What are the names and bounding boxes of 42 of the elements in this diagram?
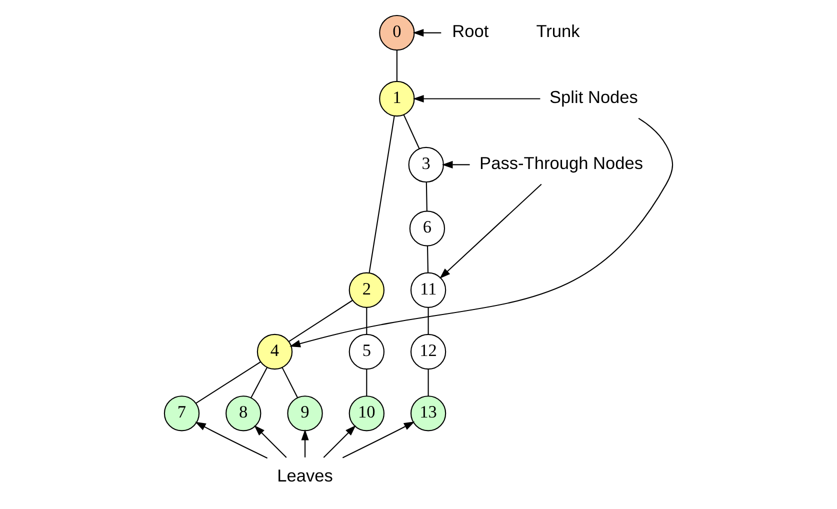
arrow [412, 94, 540, 102]
node-circle: 7 [164, 395, 200, 431]
arrow [290, 117, 673, 347]
node-circle: 1 [379, 80, 415, 116]
connector [368, 115, 395, 273]
connector [288, 300, 353, 342]
arrow [440, 183, 542, 278]
node-circle: 0 [379, 14, 415, 50]
label: Trunk [536, 20, 580, 40]
arrow [442, 160, 470, 168]
node-circle: 4 [256, 333, 293, 370]
node-circle: 10 [348, 395, 384, 431]
connector [366, 306, 368, 334]
arrow [342, 421, 415, 458]
arrow [412, 28, 442, 36]
connector [282, 366, 298, 398]
arrow [323, 424, 356, 458]
arrow [195, 421, 268, 458]
connector [428, 368, 429, 396]
connector [250, 366, 268, 398]
node-text: Split Nodes [550, 86, 638, 106]
node-circle: 12 [410, 333, 446, 370]
arrow [254, 424, 287, 458]
connector [366, 368, 368, 396]
node-text: Root [452, 20, 489, 40]
node-text: Pass-Through Nodes [480, 152, 644, 172]
connector [196, 360, 261, 404]
node-circle: 3 [408, 146, 444, 182]
connector [426, 182, 428, 210]
connector [428, 306, 429, 334]
node-circle: 11 [410, 272, 446, 308]
node-circle: 2 [348, 272, 384, 308]
arrow [301, 428, 309, 457]
node-text: Leaves [277, 464, 333, 485]
node-circle: 9 [287, 395, 323, 431]
node-circle: 13 [410, 395, 446, 431]
connector [426, 245, 429, 272]
node-circle: 5 [348, 333, 384, 370]
connector [396, 50, 398, 81]
connector [403, 114, 420, 148]
node-circle: 6 [409, 210, 446, 246]
node-circle: 8 [226, 395, 262, 431]
